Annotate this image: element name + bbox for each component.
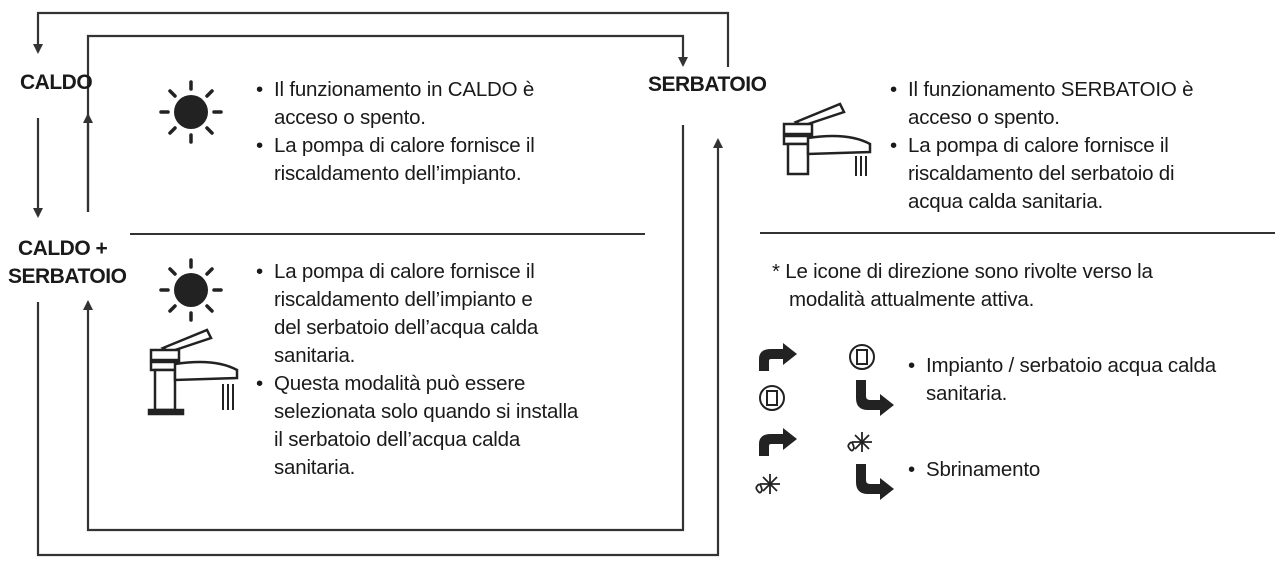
cs-bullet1-line3: del serbatoio dell’acqua calda	[274, 316, 539, 339]
arrow-caldo-serbatoio-to-serbatoio	[36, 138, 723, 557]
mode-label-serbatoio: SERBATOIO	[648, 73, 767, 96]
tank-rotate-icon	[759, 385, 785, 411]
defrost-icon	[847, 432, 872, 452]
direction-arrow-icon	[759, 428, 797, 456]
cs-bullet2-line1: Questa modalità può essere	[274, 372, 526, 395]
sun-icon	[159, 80, 223, 144]
cs-bullet2-line4: sanitaria.	[274, 456, 356, 479]
serb-bullet1-line1: Il funzionamento SERBATOIO è	[908, 78, 1194, 101]
caldo-bullet1-line2: acceso o spento.	[274, 106, 426, 129]
tap-icon	[147, 328, 239, 416]
caldo-bullet2-line1: La pompa di calore fornisce il	[274, 134, 535, 157]
tank-rotate-icon	[849, 344, 875, 370]
serbatoio-description: Il funzionamento SERBATOIO è acceso o spe…	[890, 76, 1194, 216]
direction-arrow-icon	[856, 464, 894, 500]
arrow-serbatoio-to-caldo-serbatoio	[83, 125, 685, 532]
defrost-icon	[755, 474, 780, 494]
note-line1: * Le icone di direzione sono rivolte ver…	[772, 260, 1153, 283]
cs-bullet1-line2: riscaldamento dell’impianto e	[274, 288, 533, 311]
divider-left	[130, 233, 645, 235]
legend-item1-line1: Impianto / serbatoio acqua calda	[926, 354, 1216, 377]
legend-item2: Sbrinamento	[926, 458, 1041, 481]
tap-icon	[782, 102, 872, 176]
mode-label-caldo-serbatoio-line1: CALDO +	[18, 237, 108, 260]
arrow-serbatoio-to-caldo	[33, 11, 730, 67]
cs-bullet2-line2: selezionata solo quando si installa	[274, 400, 579, 423]
caldo-bullet1-line1: Il funzionamento in CALDO è	[274, 78, 535, 101]
legend-item1-line2: sanitaria.	[926, 382, 1008, 405]
sun-icon	[159, 258, 223, 322]
mode-label-caldo: CALDO	[20, 71, 93, 94]
note-line2: modalità attualmente attiva.	[789, 288, 1035, 311]
divider-right	[760, 232, 1275, 234]
direction-note: * Le icone di direzione sono rivolte ver…	[772, 258, 1153, 314]
caldo-serbatoio-description: La pompa di calore fornisce il riscaldame…	[256, 258, 578, 482]
serb-bullet1-line2: acceso o spento.	[908, 106, 1060, 129]
cs-bullet1-line4: sanitaria.	[274, 344, 356, 367]
legend-item-sbrinamento: Sbrinamento	[908, 456, 1040, 484]
direction-arrow-icon	[856, 380, 894, 416]
mode-label-caldo-serbatoio-line2: SERBATOIO	[8, 265, 127, 288]
serb-bullet2-line1: La pompa di calore fornisce il	[908, 134, 1169, 157]
cs-bullet1-line1: La pompa di calore fornisce il	[274, 260, 535, 283]
serb-bullet2-line3: acqua calda sanitaria.	[908, 190, 1104, 213]
cs-bullet2-line3: il serbatoio dell’acqua calda	[274, 428, 521, 451]
caldo-description: Il funzionamento in CALDO è acceso o spen…	[256, 76, 535, 188]
serb-bullet2-line2: riscaldamento del serbatoio di	[908, 162, 1175, 185]
direction-arrow-icon	[759, 343, 797, 371]
caldo-bullet2-line2: riscaldamento dell’impianto.	[274, 162, 522, 185]
legend-item-impianto: Impianto / serbatoio acqua calda sanitari…	[908, 352, 1216, 408]
